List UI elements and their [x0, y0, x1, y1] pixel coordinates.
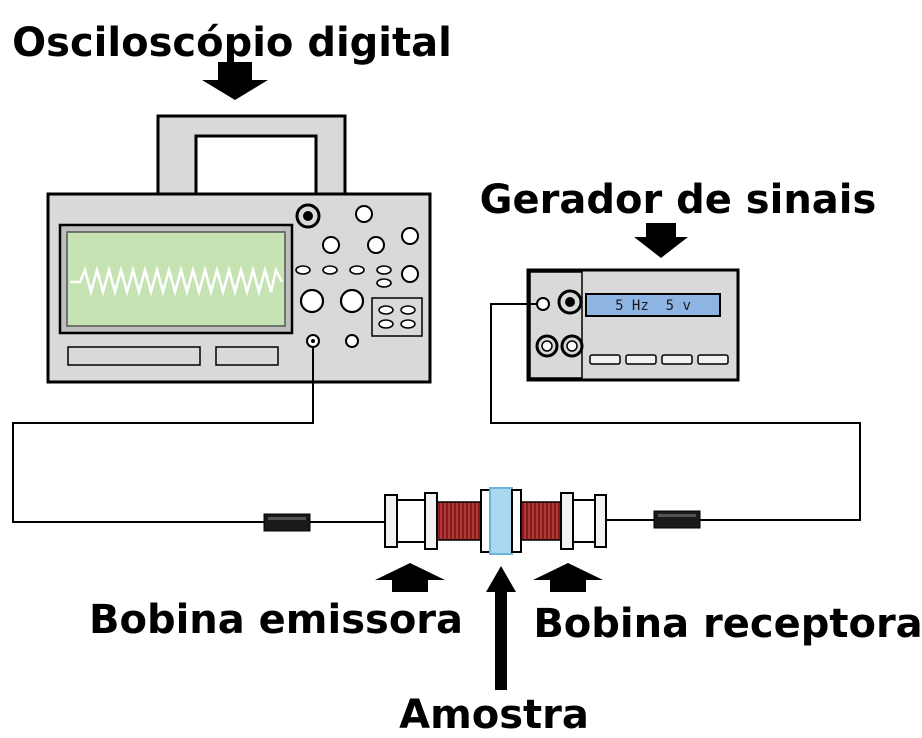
receiver-coil — [520, 501, 562, 541]
signal-generator: 5 Hz 5 v — [526, 268, 740, 382]
emitter-coupler — [396, 499, 426, 543]
oscilloscope-wire — [12, 347, 385, 523]
power-knob-center-icon — [303, 211, 313, 221]
ferrite-bead-right — [653, 510, 701, 529]
oscilloscope — [46, 114, 432, 384]
coil-assembly — [384, 487, 607, 555]
large-knob-icon — [339, 288, 365, 314]
knob-icon — [401, 265, 419, 283]
ferrite-bead-left — [263, 513, 311, 532]
generator-wire — [490, 303, 861, 521]
knob-icon — [322, 236, 340, 254]
ferrite-highlight — [658, 514, 696, 517]
emitter-coil-winding — [436, 501, 482, 541]
sample-arrow — [486, 566, 516, 690]
generator-arrow — [634, 223, 688, 258]
button-icon — [349, 265, 365, 275]
receiver-coil-turns — [524, 503, 558, 539]
waveform-trace — [70, 265, 284, 297]
generator-key — [697, 354, 729, 365]
oscilloscope-screen — [66, 231, 286, 327]
button-icon — [295, 265, 311, 275]
sample-label: Amostra — [399, 692, 589, 738]
generator-key — [589, 354, 621, 365]
button-grid — [371, 297, 423, 337]
generator-label: Gerador de sinais — [480, 177, 877, 223]
generator-display-readout: 5 Hz 5 v — [615, 298, 691, 314]
receiver-flange — [560, 492, 574, 550]
oscilloscope-handle — [156, 114, 347, 196]
input-connector-pin-icon — [311, 339, 315, 343]
generator-key — [625, 354, 657, 365]
receiver-coil-arrow — [533, 563, 603, 592]
output-knob-center-icon — [565, 297, 575, 307]
generator-connector-panel — [529, 271, 583, 379]
knob-center-icon — [566, 340, 578, 352]
oscilloscope-arrow — [202, 62, 268, 100]
generator-display — [585, 293, 721, 317]
button-icon — [378, 319, 394, 329]
emitter-coil — [436, 501, 482, 541]
emitter-flange — [424, 492, 438, 550]
emitter-inner-flange — [480, 489, 491, 553]
button-icon — [376, 265, 392, 275]
knob-icon — [401, 227, 419, 245]
button-icon — [376, 278, 392, 288]
button-icon — [400, 305, 416, 315]
emitter-coil-label: Bobina emissora — [89, 597, 463, 643]
large-knob-icon — [299, 288, 325, 314]
receiver-coil-label: Bobina receptora — [533, 601, 922, 647]
receiver-plug — [594, 494, 607, 548]
emitter-plug — [384, 494, 398, 548]
generator-key — [661, 354, 693, 365]
knob-center-icon — [541, 340, 553, 352]
button-icon — [322, 265, 338, 275]
output-connector-icon — [536, 297, 550, 311]
knob-icon — [367, 236, 385, 254]
ferrite-highlight — [268, 517, 306, 520]
receiver-coupler — [572, 499, 596, 543]
oscilloscope-panel-left — [67, 346, 201, 366]
wiring — [12, 303, 861, 523]
receiver-inner-flange — [511, 489, 522, 553]
knob-icon — [355, 205, 373, 223]
button-icon — [400, 319, 416, 329]
oscilloscope-label: Osciloscópio digital — [12, 20, 452, 66]
sample — [489, 487, 513, 555]
oscilloscope-panel-right — [215, 346, 279, 366]
emitter-coil-arrow — [375, 563, 445, 592]
knob-icon — [345, 334, 359, 348]
button-icon — [378, 305, 394, 315]
emitter-coil-turns — [440, 503, 478, 539]
